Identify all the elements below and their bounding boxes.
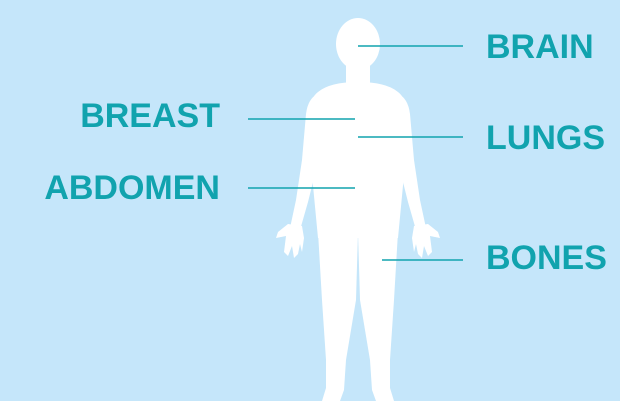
label-lungs: LUNGS <box>486 118 605 158</box>
silhouette-right-leg <box>358 232 398 401</box>
silhouette-torso <box>310 82 406 238</box>
silhouette-body <box>276 18 440 401</box>
label-brain: BRAIN <box>486 27 594 67</box>
label-breast: BREAST <box>80 96 220 136</box>
label-abdomen: ABDOMEN <box>44 168 220 208</box>
silhouette-left-leg <box>318 232 358 401</box>
silhouette-right-hand <box>412 224 440 258</box>
silhouette-left-hand <box>276 224 304 258</box>
label-bones: BONES <box>486 238 607 278</box>
